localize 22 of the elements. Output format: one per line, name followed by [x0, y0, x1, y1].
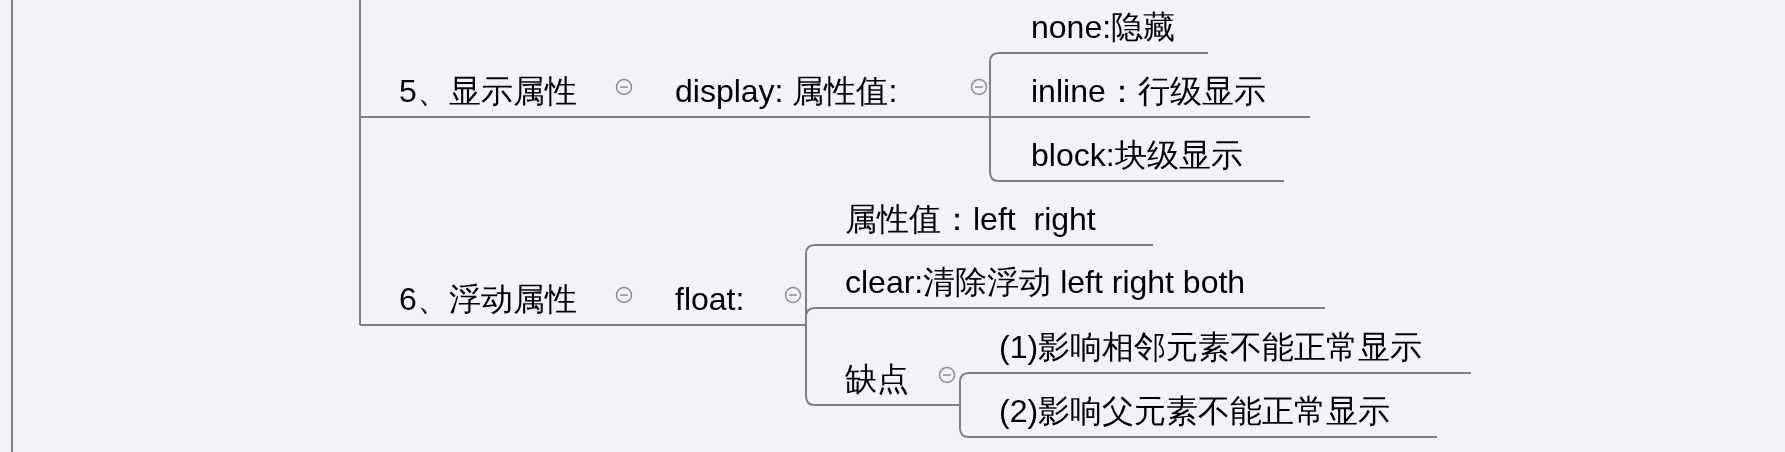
topic-text: display: 属性值:	[675, 75, 898, 107]
topic-text: (2)影响父元素不能正常显示	[999, 395, 1391, 427]
topic-text: 6、浮动属性	[399, 283, 577, 315]
connector-line	[359, 0, 361, 326]
connector-line	[805, 324, 817, 406]
connector-line	[644, 324, 656, 326]
connector-line	[959, 404, 971, 438]
connector-line	[959, 372, 971, 406]
topic-text: block:块级显示	[1031, 139, 1243, 171]
topic-text: (1)影响相邻元素不能正常显示	[999, 331, 1423, 363]
connector-line	[989, 52, 1001, 118]
connector-line	[989, 116, 1001, 118]
connector-line	[989, 116, 1001, 182]
topic-text: none:隐藏	[1031, 11, 1176, 43]
topic-text: clear:清除浮动 left right both	[845, 266, 1246, 298]
topic-text: float:	[675, 283, 745, 315]
connector-line	[805, 307, 817, 326]
connector-line	[644, 116, 656, 118]
topic-text: inline：行级显示	[1031, 75, 1266, 107]
topic-text: 缺点	[845, 363, 909, 395]
topic-text: 5、显示属性	[399, 75, 577, 107]
topic-text: 属性值：left right	[845, 203, 1096, 235]
